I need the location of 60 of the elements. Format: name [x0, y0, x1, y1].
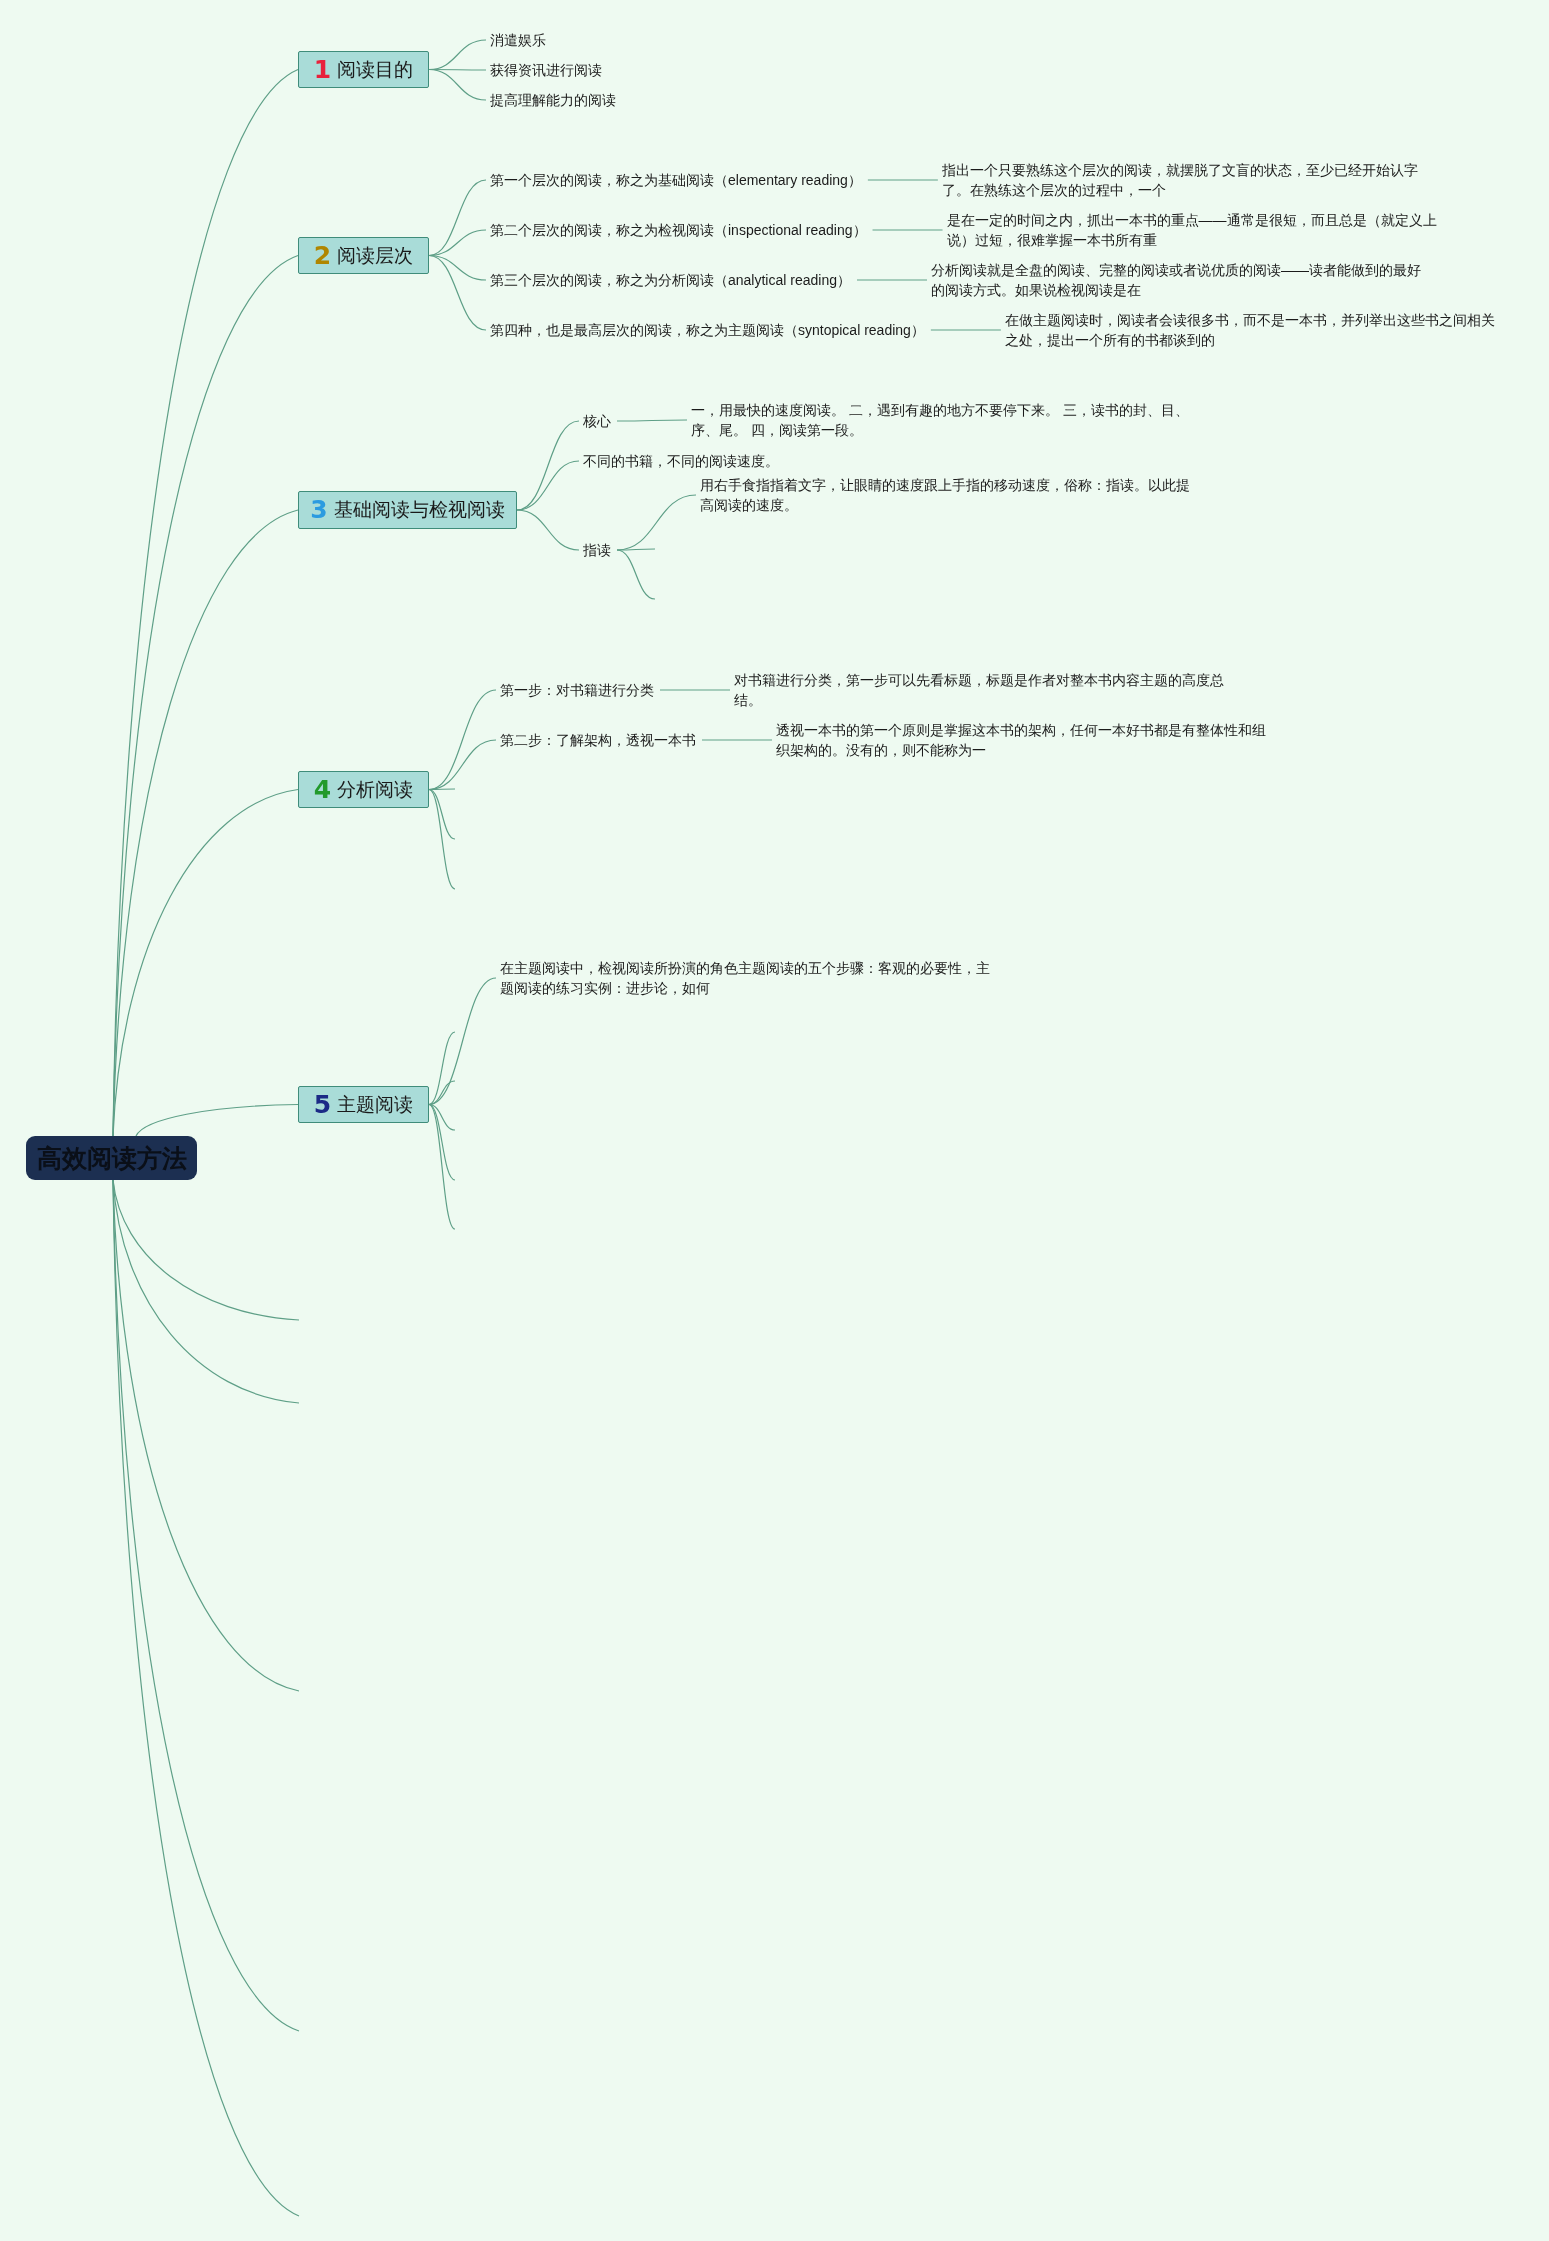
branch-line [428, 1031, 456, 1106]
subtopic-label: 获得资讯进行阅读 [490, 60, 602, 80]
branch-line [428, 1103, 456, 1131]
branch-line [616, 419, 688, 422]
topic-box [298, 237, 429, 274]
subtopic-label: 第一个层次的阅读，称之为基础阅读（elementary reading） [490, 170, 862, 190]
topic-number: 4 [313, 775, 332, 804]
branch-line [428, 179, 487, 257]
subtopic-label: 消遣娱乐 [490, 30, 546, 50]
detail-text: 是在一定的时间之内，抓出一本书的重点——通常是很短，而且总是（就定义上说）过短，很难掌握一本书所有重 [946, 210, 1442, 250]
branch-line [701, 739, 773, 741]
branch-line [616, 549, 656, 600]
subtopic-label: 核心 [583, 411, 611, 431]
subtopic-label: 指读 [583, 540, 611, 560]
branch-line [659, 689, 731, 691]
topic-number: 3 [310, 496, 328, 524]
branch-line [856, 279, 928, 281]
detail-text: 透视一本书的第一个原则是掌握这本书的架构，任何一本好书都是有整体性和组织架构的。没有的，则不能称为一 [776, 720, 1271, 760]
central-topic: 高效阅读方法 [26, 1136, 197, 1180]
branch-line [135, 1103, 299, 1137]
branch-line [516, 460, 580, 511]
branch-line [428, 788, 456, 890]
detail-text: 对书籍进行分类，第一步可以先看标题，标题是作者对整本书内容主题的高度总结。 [734, 670, 1229, 710]
topic-title: 阅读目的 [337, 57, 414, 82]
subtopic-label: 提高理解能力的阅读 [490, 90, 616, 110]
branch-line [112, 788, 299, 1137]
branch-line [867, 179, 939, 181]
subtopic-label: 第二个层次的阅读，称之为检视阅读（inspectional reading） [490, 220, 867, 240]
branch-line [428, 788, 456, 840]
topic-number: 5 [313, 1090, 332, 1119]
branch-line [428, 68, 487, 101]
detail-text: 在主题阅读中，检视阅读所扮演的角色主题阅读的五个步骤：客观的必要性，主题阅读的练习实例：进步论，如何 [500, 958, 995, 998]
subtopic-label: 第二步：了解架构，透视一本书 [500, 730, 696, 750]
topic-box [298, 491, 517, 529]
topic-title: 主题阅读 [337, 1092, 414, 1117]
detail-text: 在做主题阅读时，阅读者会读很多书，而不是一本书，并列举出这些书之间相关之处，提出一个所有的书都谈到的 [1004, 310, 1500, 350]
branch-line [428, 1103, 456, 1230]
subtopic-label: 第三个层次的阅读，称之为分析阅读（analytical reading） [490, 270, 851, 290]
subtopic-label: 第一步：对书籍进行分类 [500, 680, 654, 700]
branch-line [930, 329, 1002, 331]
topic-number: 1 [313, 55, 332, 84]
branch-line [112, 1179, 300, 2217]
branch-line [428, 254, 487, 331]
branch-line [616, 548, 656, 551]
branch-line [428, 1080, 456, 1106]
branch-line [871, 229, 944, 231]
detail-text: 用右手食指指着文字，让眼睛的速度跟上手指的移动速度，俗称：指读。以此提高阅读的速度。 [700, 475, 1195, 515]
topic-box [298, 771, 429, 808]
detail-text: 分析阅读就是全盘的阅读、完整的阅读或者说优质的阅读——读者能做到的最好的阅读方式。如果说检视阅读是在 [930, 260, 1426, 300]
topic-number: 2 [313, 241, 332, 270]
topic-title: 阅读层次 [337, 243, 414, 268]
detail-text: 指出一个只要熟练这个层次的阅读，就摆脱了文盲的状态，至少已经开始认字了。在熟练这个层次的过程中，一个 [941, 160, 1424, 200]
topic-title: 基础阅读与检视阅读 [333, 498, 505, 522]
subtopic-label: 第四种，也是最高层次的阅读，称之为主题阅读（syntopical reading） [490, 320, 925, 340]
branch-line [516, 509, 580, 551]
subtopic-label: 不同的书籍，不同的阅读速度。 [583, 451, 779, 471]
detail-text: 一，用最快的速度阅读。 二，遇到有趣的地方不要停下来。 三，读书的封、目、序、尾。 四，阅读第一段。 [691, 400, 1196, 440]
topic-box [298, 1086, 429, 1123]
topic-box [298, 51, 429, 88]
topic-title: 分析阅读 [337, 777, 414, 802]
